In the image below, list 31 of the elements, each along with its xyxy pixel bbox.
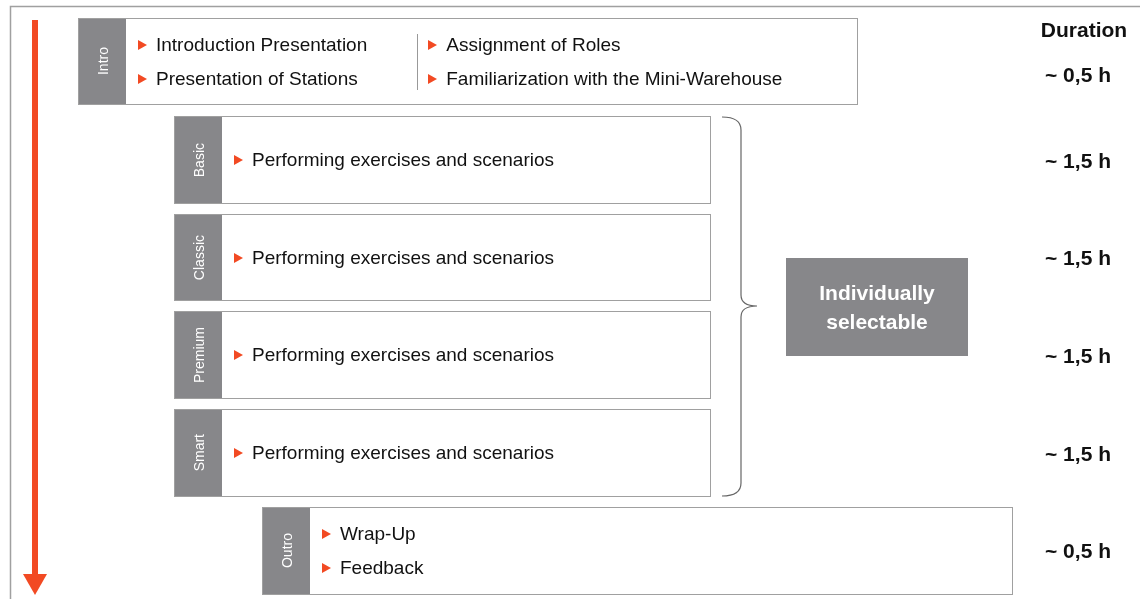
- list-item: Presentation of Stations: [156, 67, 358, 90]
- stage-name: Intro: [94, 47, 111, 76]
- list-item: Wrap-Up: [340, 523, 416, 545]
- duration-text: ~ 0,5 h: [1045, 63, 1111, 87]
- list-item: Performing exercises and scenarios: [252, 149, 555, 171]
- duration-text: ~ 1,5 h: [1045, 344, 1111, 368]
- stage-box: [174, 311, 711, 399]
- stage-box: [78, 18, 858, 105]
- stage-name: Classic: [190, 234, 207, 281]
- duration-text: ~ 1,5 h: [1045, 442, 1111, 466]
- duration-text: ~ 1,5 h: [1045, 246, 1111, 270]
- stage-box: [174, 409, 711, 497]
- stage-name: Premium: [190, 327, 207, 383]
- stage-box: [262, 507, 1013, 595]
- column-heading: Duration: [1040, 18, 1128, 42]
- stage-name: Smart: [190, 434, 207, 472]
- duration-text: ~ 0,5 h: [1045, 539, 1111, 563]
- stage-box: [174, 214, 711, 301]
- list-item: Performing exercises and scenarios: [252, 246, 555, 269]
- list-item: Performing exercises and scenarios: [252, 442, 555, 464]
- callout-text: Individually selectable: [818, 280, 936, 335]
- list-item: Familiarization with the Mini-Warehouse: [446, 67, 783, 90]
- stage-box: [174, 116, 711, 204]
- list-item: Assignment of Roles: [446, 33, 621, 56]
- callout-box: [786, 258, 968, 356]
- stage-name: Outro: [278, 533, 295, 569]
- list-item: Introduction Presentation: [156, 33, 368, 56]
- list-item: Performing exercises and scenarios: [252, 344, 555, 366]
- list-item: Feedback: [340, 557, 424, 579]
- stage-name: Basic: [190, 142, 207, 178]
- duration-text: ~ 1,5 h: [1045, 149, 1111, 173]
